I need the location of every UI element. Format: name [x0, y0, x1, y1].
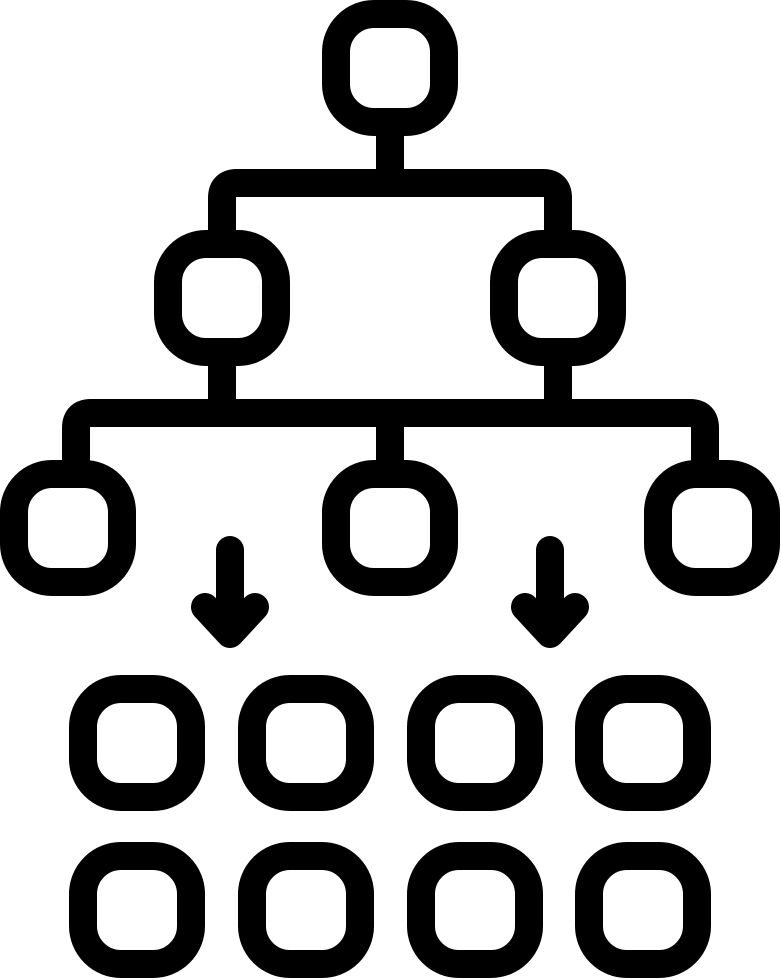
tree-nodes [0, 0, 780, 596]
left-down-arrow-icon [191, 536, 269, 648]
left-arrow-head [191, 593, 269, 648]
bottom-right-node-box [644, 460, 780, 596]
grid-box-r1-c4 [575, 675, 711, 811]
grid-box-r2-c2 [238, 842, 374, 978]
middle-right-node-box [490, 230, 626, 366]
grid-box-r1-c1 [69, 675, 205, 811]
bottom-left-node-box [0, 460, 136, 596]
right-down-arrow-icon [511, 536, 589, 648]
middle-left-node-box [154, 230, 290, 366]
root-node-box [322, 0, 458, 136]
connectors [62, 122, 719, 476]
grid-box-r1-c3 [407, 675, 543, 811]
level-one-branch [208, 169, 572, 245]
grid-box-r2-c3 [407, 842, 543, 978]
right-arrow-head [511, 593, 589, 648]
grid-box-r2-c4 [575, 842, 711, 978]
grid-box-r2-c1 [69, 842, 205, 978]
bottom-center-node-box [322, 460, 458, 596]
grid-box-r1-c2 [238, 675, 374, 811]
arrows [191, 536, 589, 648]
grid-nodes [69, 675, 711, 978]
